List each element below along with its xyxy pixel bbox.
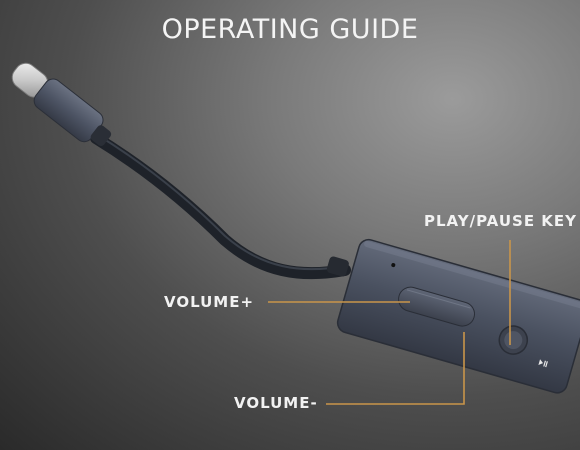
dongle-top-edge xyxy=(364,241,580,309)
dongle-body xyxy=(336,238,580,394)
device-strain-relief xyxy=(326,256,349,277)
page-title: OPERATING GUIDE xyxy=(161,14,419,45)
cable-highlight xyxy=(95,133,346,271)
strain-relief xyxy=(90,125,112,147)
microphone-hole xyxy=(391,263,396,268)
cable xyxy=(90,132,351,280)
leader-line-volume-down xyxy=(326,332,465,405)
play-pause-glyph-icon xyxy=(538,359,548,368)
usb-c-connector-icon xyxy=(11,62,112,147)
volume-down-label: VOLUME- xyxy=(234,394,318,412)
volume-rocker xyxy=(398,286,475,327)
play-pause-key-label: PLAY/PAUSE KEY xyxy=(424,212,578,230)
volume-up-label: VOLUME+ xyxy=(164,293,255,311)
